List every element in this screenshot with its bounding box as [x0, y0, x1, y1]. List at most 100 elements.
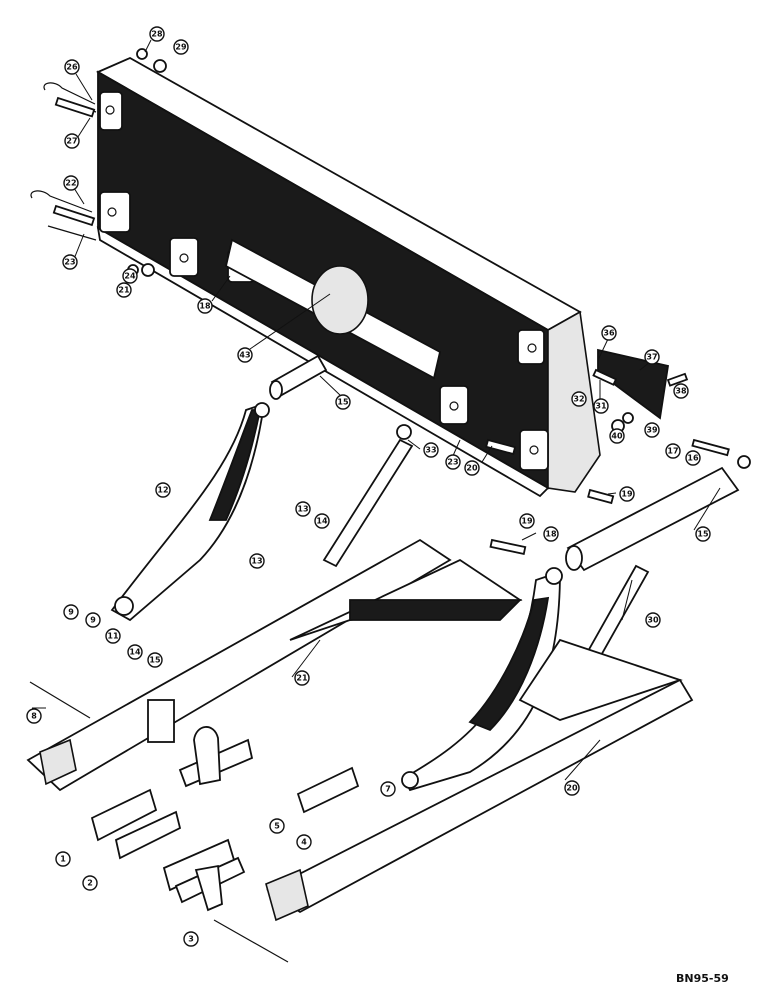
svg-text:31: 31: [595, 402, 607, 411]
callout-40: 38: [673, 383, 689, 399]
callout-28: 23: [445, 454, 461, 470]
callout-1: 1: [55, 851, 71, 867]
svg-text:11: 11: [107, 632, 119, 641]
callout-14a: 14: [314, 513, 330, 529]
svg-text:12: 12: [157, 486, 168, 495]
callout-9a: 9: [63, 604, 79, 620]
svg-text:2: 2: [87, 879, 93, 888]
lower-brackets: [29, 681, 360, 963]
callout-18: 18: [543, 526, 559, 542]
svg-text:37: 37: [646, 353, 657, 362]
callout-12: 13: [249, 553, 265, 569]
svg-text:18: 18: [199, 302, 211, 311]
callout-38: 36: [601, 325, 617, 341]
svg-text:19: 19: [521, 517, 533, 526]
callout-15b: 15: [695, 526, 711, 542]
callout-34: 26: [64, 59, 80, 75]
right-blade-brace: [401, 567, 563, 792]
callout-43: 43: [237, 347, 253, 363]
svg-text:9: 9: [90, 616, 96, 625]
callout-31: 31: [593, 398, 609, 414]
right-push-arm: [265, 638, 694, 922]
callout-9b: 9: [85, 612, 101, 628]
callout-4: 4: [296, 834, 312, 850]
callout-13a: 13: [295, 501, 311, 517]
svg-text:43: 43: [239, 351, 250, 360]
callout-27: 23: [62, 254, 78, 270]
callout-5: 5: [269, 818, 285, 834]
svg-text:14: 14: [129, 648, 141, 657]
drawing-code: BN95-59: [676, 972, 729, 985]
callout-26: 22: [63, 175, 79, 191]
callout-20: 20: [564, 780, 580, 796]
right-lift-cylinder: [565, 455, 751, 572]
svg-text:19: 19: [621, 490, 633, 499]
callout-32: 32: [571, 391, 587, 407]
svg-text:20: 20: [466, 464, 478, 473]
svg-text:13: 13: [251, 557, 262, 566]
svg-text:20: 20: [566, 784, 578, 793]
svg-text:3: 3: [188, 935, 194, 944]
svg-text:33: 33: [425, 446, 436, 455]
callout-15a: 15: [335, 394, 351, 410]
svg-text:22: 22: [65, 179, 76, 188]
svg-text:29: 29: [175, 43, 187, 52]
callout-10: 11: [105, 628, 121, 644]
svg-text:13: 13: [297, 505, 308, 514]
svg-text:27: 27: [66, 137, 77, 146]
callout-30: 30: [645, 612, 661, 628]
callout-29: 24: [122, 268, 138, 284]
upper-pins: [30, 48, 730, 555]
callout-14b: 15: [147, 652, 163, 668]
svg-text:36: 36: [603, 329, 615, 338]
left-push-arm: [26, 538, 523, 792]
svg-text:15: 15: [149, 656, 161, 665]
svg-text:26: 26: [66, 63, 78, 72]
svg-text:28: 28: [151, 30, 163, 39]
svg-text:21: 21: [118, 286, 130, 295]
svg-text:39: 39: [646, 426, 658, 435]
svg-text:24: 24: [124, 272, 136, 281]
svg-text:14: 14: [316, 517, 328, 526]
callout-16: 16: [685, 450, 701, 466]
callout-35: 27: [64, 133, 80, 149]
svg-text:17: 17: [667, 447, 678, 456]
callout-2: 2: [82, 875, 98, 891]
svg-text:15: 15: [697, 530, 709, 539]
svg-text:7: 7: [385, 785, 391, 794]
svg-text:16: 16: [687, 454, 699, 463]
center-tilt-cylinder: [322, 424, 414, 568]
callout-39: 37: [644, 349, 660, 365]
callout-21: 21: [294, 670, 310, 686]
callout-8: 8: [26, 708, 42, 724]
svg-text:15: 15: [337, 398, 349, 407]
callout-37: 29: [173, 39, 189, 55]
svg-text:30: 30: [647, 616, 659, 625]
svg-text:4: 4: [301, 838, 307, 847]
svg-text:9: 9: [68, 608, 74, 617]
left-blade-brace: [110, 402, 270, 622]
callout-36: 28: [149, 26, 165, 42]
callout-19: 19: [519, 513, 535, 529]
callout-13b: 14: [127, 644, 143, 660]
svg-text:32: 32: [573, 395, 584, 404]
callout-17: 17: [665, 443, 681, 459]
callout-23: 19: [619, 486, 635, 502]
svg-text:8: 8: [31, 712, 37, 721]
svg-text:23: 23: [64, 258, 75, 267]
callout-3: 3: [183, 931, 199, 947]
callout-33: 33: [423, 442, 439, 458]
callout-7: 7: [380, 781, 396, 797]
callout-42: 40: [609, 428, 625, 444]
svg-text:1: 1: [60, 855, 66, 864]
svg-text:5: 5: [274, 822, 280, 831]
svg-text:18: 18: [545, 530, 557, 539]
callout-41: 39: [644, 422, 660, 438]
svg-text:38: 38: [675, 387, 687, 396]
dozer-blade: [96, 56, 601, 498]
svg-text:21: 21: [296, 674, 308, 683]
left-lift-cylinder: [269, 354, 328, 400]
callout-22: 18: [197, 298, 213, 314]
svg-text:40: 40: [611, 432, 623, 441]
